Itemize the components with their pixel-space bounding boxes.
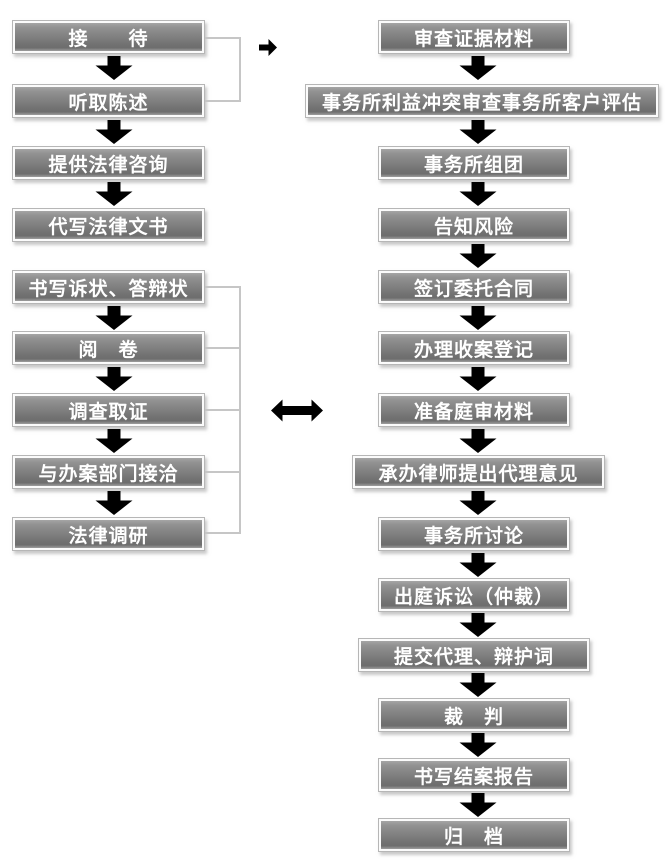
flow-step-submit-defense: 提交代理、辩护词 — [358, 638, 590, 672]
flow-step-read-case-file: 阅 卷 — [12, 331, 205, 365]
flow-step-attorney-opinion: 承办律师提出代理意见 — [352, 455, 605, 489]
flow-step-legal-research: 法律调研 — [12, 517, 205, 551]
down-arrow-icon — [94, 55, 134, 81]
down-arrow-icon — [94, 305, 134, 331]
connector-line — [239, 286, 241, 534]
down-arrow-icon — [458, 552, 498, 578]
connector-line — [205, 471, 241, 473]
connector-line — [205, 347, 241, 349]
down-arrow-icon — [94, 490, 134, 516]
connector-line — [205, 100, 241, 102]
down-arrow-icon — [94, 428, 134, 454]
down-arrow-icon — [458, 119, 498, 145]
down-arrow-icon — [458, 732, 498, 758]
flow-step-conflict-check: 事务所利益冲突审查事务所客户评估 — [305, 84, 659, 118]
double-arrow-icon — [270, 398, 324, 423]
flow-step-archive: 归 档 — [378, 818, 570, 852]
flow-step-listen-statement: 听取陈述 — [12, 84, 205, 118]
down-arrow-icon — [458, 55, 498, 81]
down-arrow-icon — [458, 366, 498, 392]
down-arrow-icon — [458, 672, 498, 698]
flow-step-investigation: 调查取证 — [12, 393, 205, 427]
flow-step-sign-contract: 签订委托合同 — [378, 270, 570, 304]
down-arrow-icon — [94, 366, 134, 392]
right-arrow-icon — [258, 38, 278, 57]
flow-step-legal-advice: 提供法律咨询 — [12, 146, 205, 180]
down-arrow-icon — [458, 792, 498, 818]
flow-step-team-formation: 事务所组团 — [378, 146, 570, 180]
flow-step-liaise-department: 与办案部门接洽 — [12, 455, 205, 489]
flow-step-risk-notice: 告知风险 — [378, 208, 570, 242]
connector-line — [205, 37, 241, 39]
flow-step-draft-documents: 代写法律文书 — [12, 208, 205, 242]
down-arrow-icon — [458, 243, 498, 269]
down-arrow-icon — [458, 305, 498, 331]
flow-step-judgment: 裁 判 — [378, 698, 570, 732]
down-arrow-icon — [458, 428, 498, 454]
flow-step-case-registration: 办理收案登记 — [378, 331, 570, 365]
flow-step-review-evidence: 审查证据材料 — [378, 20, 570, 54]
down-arrow-icon — [458, 181, 498, 207]
down-arrow-icon — [94, 119, 134, 145]
connector-line — [205, 532, 241, 534]
flow-step-closing-report: 书写结案报告 — [378, 758, 570, 792]
down-arrow-icon — [94, 181, 134, 207]
flow-step-firm-discussion: 事务所讨论 — [378, 517, 570, 551]
flow-step-court-appearance: 出庭诉讼（仲裁） — [378, 578, 570, 612]
flow-step-reception: 接 待 — [12, 20, 205, 54]
connector-line — [239, 37, 241, 102]
connector-line — [205, 409, 241, 411]
flow-step-write-pleadings: 书写诉状、答辩状 — [12, 270, 205, 304]
connector-line — [205, 286, 241, 288]
down-arrow-icon — [458, 490, 498, 516]
flow-step-trial-materials: 准备庭审材料 — [378, 393, 570, 427]
down-arrow-icon — [458, 612, 498, 638]
